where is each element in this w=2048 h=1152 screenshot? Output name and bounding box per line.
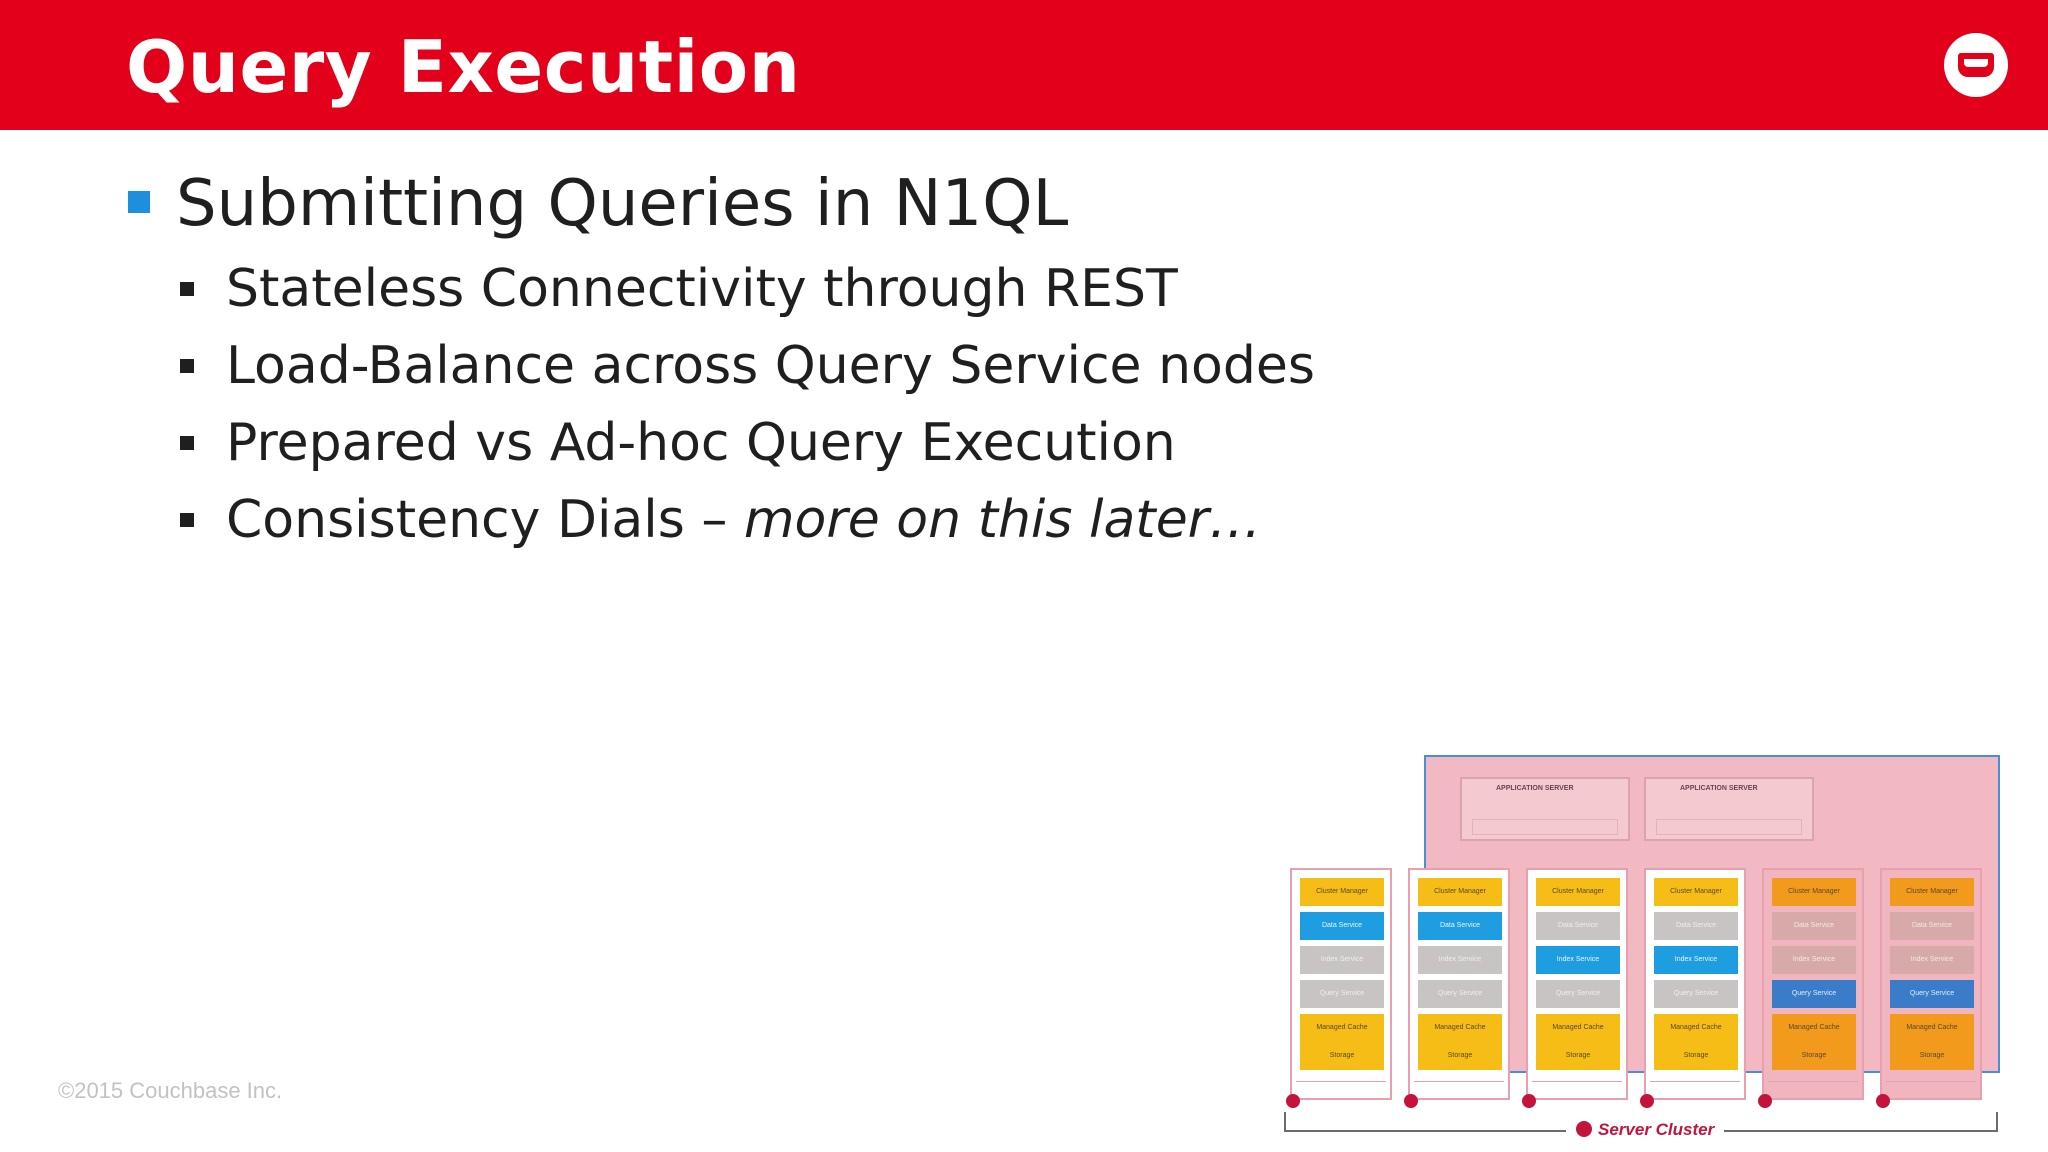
slide-header: Query Execution xyxy=(0,0,2048,130)
sub-bullet: Consistency Dials – more on this later… xyxy=(180,485,1261,555)
sub-bullet: Load-Balance across Query Service nodes xyxy=(180,331,1315,401)
bullet-square-icon xyxy=(128,191,150,213)
sub-bullet: Prepared vs Ad-hoc Query Execution xyxy=(180,408,1176,478)
main-bullet-text: Submitting Queries in N1QL xyxy=(176,167,1069,241)
architecture-diagram: APPLICATION SERVER APPLICATION SERVER Cl… xyxy=(1280,752,2008,1144)
sub-bullet-text: Consistency Dials – xyxy=(226,490,744,550)
slide-title: Query Execution xyxy=(126,25,801,109)
bullet-square-icon xyxy=(180,282,194,296)
application-server: APPLICATION SERVER xyxy=(1460,777,1630,841)
cluster-node-query: Cluster Manager Data Service Index Servi… xyxy=(1876,868,1982,1108)
bullet-square-icon xyxy=(180,436,194,450)
copyright-text: ©2015 Couchbase Inc. xyxy=(58,1078,283,1103)
couchbase-dot-icon xyxy=(1640,1094,1654,1108)
couchbase-dot-icon xyxy=(1576,1121,1592,1137)
couchbase-dot-icon xyxy=(1404,1094,1418,1108)
couchbase-dot-icon xyxy=(1758,1094,1772,1108)
sub-bullet-text: Prepared vs Ad-hoc Query Execution xyxy=(226,413,1176,473)
couchbase-dot-icon xyxy=(1286,1094,1300,1108)
cluster-node: Cluster Manager Data Service Index Servi… xyxy=(1522,868,1628,1108)
cluster-node: Cluster Manager Data Service Index Servi… xyxy=(1640,868,1746,1108)
bullet-square-icon xyxy=(180,513,194,527)
cluster-node: Cluster Manager Data Service Index Servi… xyxy=(1286,868,1392,1108)
sub-bullet-text: Stateless Connectivity through REST xyxy=(226,259,1178,319)
cluster-node: Cluster Manager Data Service Index Servi… xyxy=(1404,868,1510,1108)
cluster-node-query: Cluster Manager Data Service Index Servi… xyxy=(1758,868,1864,1108)
main-bullet: Submitting Queries in N1QL xyxy=(128,164,1068,244)
sub-bullet-italic-text: more on this later… xyxy=(743,490,1262,550)
sub-bullet-text: Load-Balance across Query Service nodes xyxy=(226,336,1315,396)
couchbase-dot-icon xyxy=(1876,1094,1890,1108)
sub-bullet: Stateless Connectivity through REST xyxy=(180,254,1178,324)
application-server: APPLICATION SERVER xyxy=(1644,777,1814,841)
bullet-square-icon xyxy=(180,359,194,373)
couchbase-logo-icon xyxy=(1944,33,2008,97)
couchbase-dot-icon xyxy=(1522,1094,1536,1108)
server-cluster-label: Server Cluster xyxy=(1566,1120,1725,1140)
